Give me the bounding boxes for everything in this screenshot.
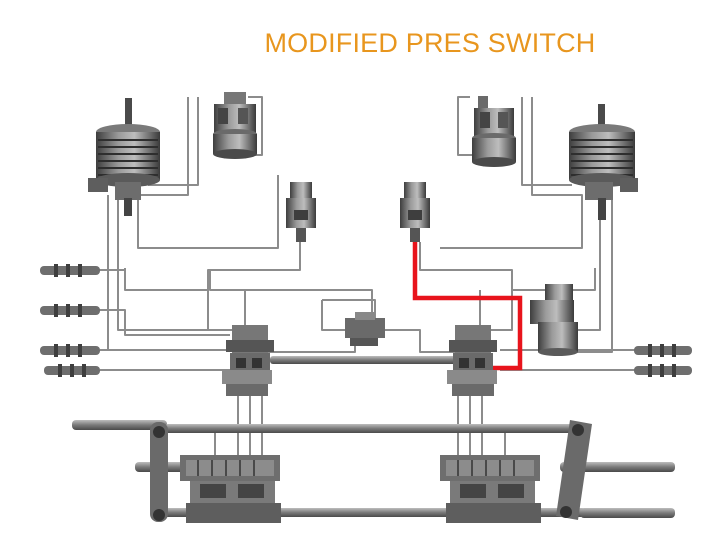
left-brake-caliper-icon [180,455,281,523]
slide-title: MODIFIED PRES SWITCH [264,28,596,58]
left-bellows-actuator-icon [88,98,160,216]
valve-link-rod [270,356,460,364]
right-connectors [634,344,692,377]
right-control-valve-icon [447,325,497,396]
right-bellows-actuator-icon [569,104,638,220]
right-brake-caliper-icon [440,455,541,523]
modified-pressure-line [412,240,523,371]
left-connectors [40,264,100,377]
center-valve-icon [345,312,385,346]
modified-pressure-switch-icon [400,182,430,242]
center-left-pressure-switch-icon [286,182,316,242]
right-pressure-switch-icon [472,96,516,167]
right-canister-valve-icon [530,284,578,356]
left-control-valve-icon [222,325,274,396]
left-pressure-switch-icon [213,92,257,159]
brake-linkage [72,420,675,522]
